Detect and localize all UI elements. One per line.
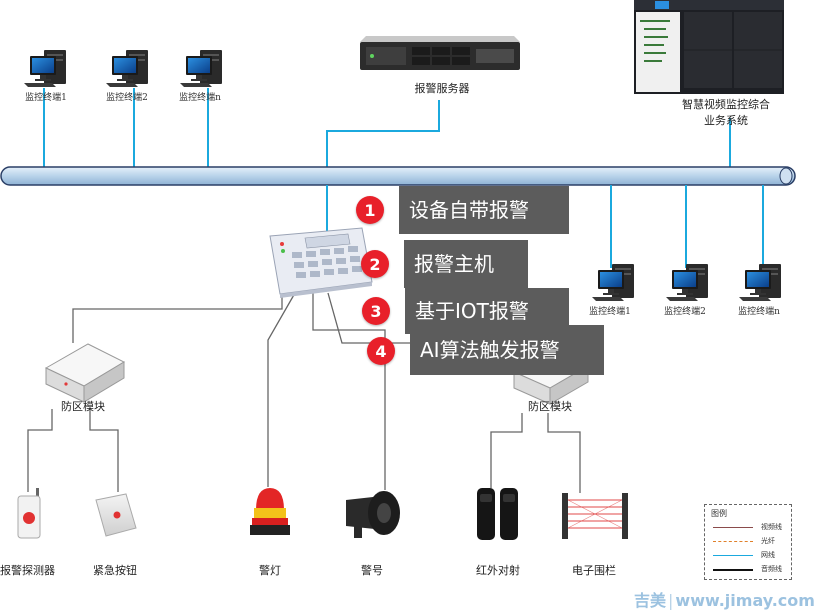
legend-item: 光纤 [705,536,791,546]
infrared-beam-icon [477,488,518,540]
watermark: 吉美|www.jimay.com [634,587,815,611]
watermark-site: www.jimay.com [675,591,815,610]
pc-icon [592,264,634,301]
callout-number-3: 3 [362,297,390,325]
label-terminal-right-1: 监控终端1 [589,307,631,317]
vms-screen-icon [634,0,784,94]
legend-item-label: 音频线 [761,565,782,573]
callout-number-1: 1 [356,196,384,224]
network-line-swatch [713,555,753,556]
server-icon [360,36,520,70]
alarm-light-icon [250,488,290,535]
pc-icon [106,50,148,87]
label-alarm-light: 警灯 [259,564,281,577]
legend-item-label: 视频线 [761,523,782,531]
label-terminal-right-2: 监控终端2 [664,307,706,317]
watermark-separator: | [668,591,674,610]
callout-device-alarm: 设备自带报警 [399,186,569,234]
label-terminal-top-2: 监控终端2 [106,93,148,103]
legend-item-label: 光纤 [761,537,775,545]
legend-item: 音频线 [705,564,791,574]
legend-title: 图例 [711,509,727,518]
label-siren: 警号 [361,564,383,577]
label-zone-right: 防区模块 [528,400,572,413]
label-terminal-top-n: 监控终端n [179,93,221,103]
legend-item-label: 网线 [761,551,775,559]
label-vms-line1: 智慧视频监控综合 [682,98,770,111]
siren-icon [346,491,400,538]
pc-icon [180,50,222,87]
pc-icon [24,50,66,87]
pc-icon [739,264,781,301]
fiber-line-swatch [713,541,753,542]
network-bus [0,166,796,186]
watermark-brand: 吉美 [634,591,667,610]
electronic-fence-icon [562,493,628,539]
audio-line-swatch [713,569,753,571]
legend-item: 视频线 [705,522,791,532]
zone-module-icon [44,343,126,403]
legend-item: 网线 [705,550,791,560]
callout-number-4: 4 [367,337,395,365]
callout-ai-alarm: AI算法触发报警 [410,325,604,375]
label-terminal-right-n: 监控终端n [738,307,780,317]
label-detector: 报警探测器 [0,564,55,577]
callout-number-2: 2 [361,250,389,278]
label-vms-line2: 业务系统 [704,114,748,127]
alarm-host-icon [269,227,373,298]
host-wires [27,288,581,493]
detector-icon [17,488,41,539]
label-server: 报警服务器 [414,82,470,95]
legend: 图例 视频线 光纤 网线 音频线 [704,504,792,580]
label-terminal-top-1: 监控终端1 [25,93,67,103]
label-fence: 电子围栏 [572,564,616,577]
label-infrared: 红外对射 [476,564,520,577]
network-drops-bottom [326,185,764,268]
label-zone-left: 防区模块 [61,400,105,413]
pc-icon [666,264,708,301]
video-line-swatch [713,527,753,528]
emergency-button-icon [95,493,137,537]
network-drops-top [43,88,731,168]
label-emergency-button: 紧急按钮 [93,564,137,577]
callout-alarm-host: 报警主机 [404,240,528,288]
